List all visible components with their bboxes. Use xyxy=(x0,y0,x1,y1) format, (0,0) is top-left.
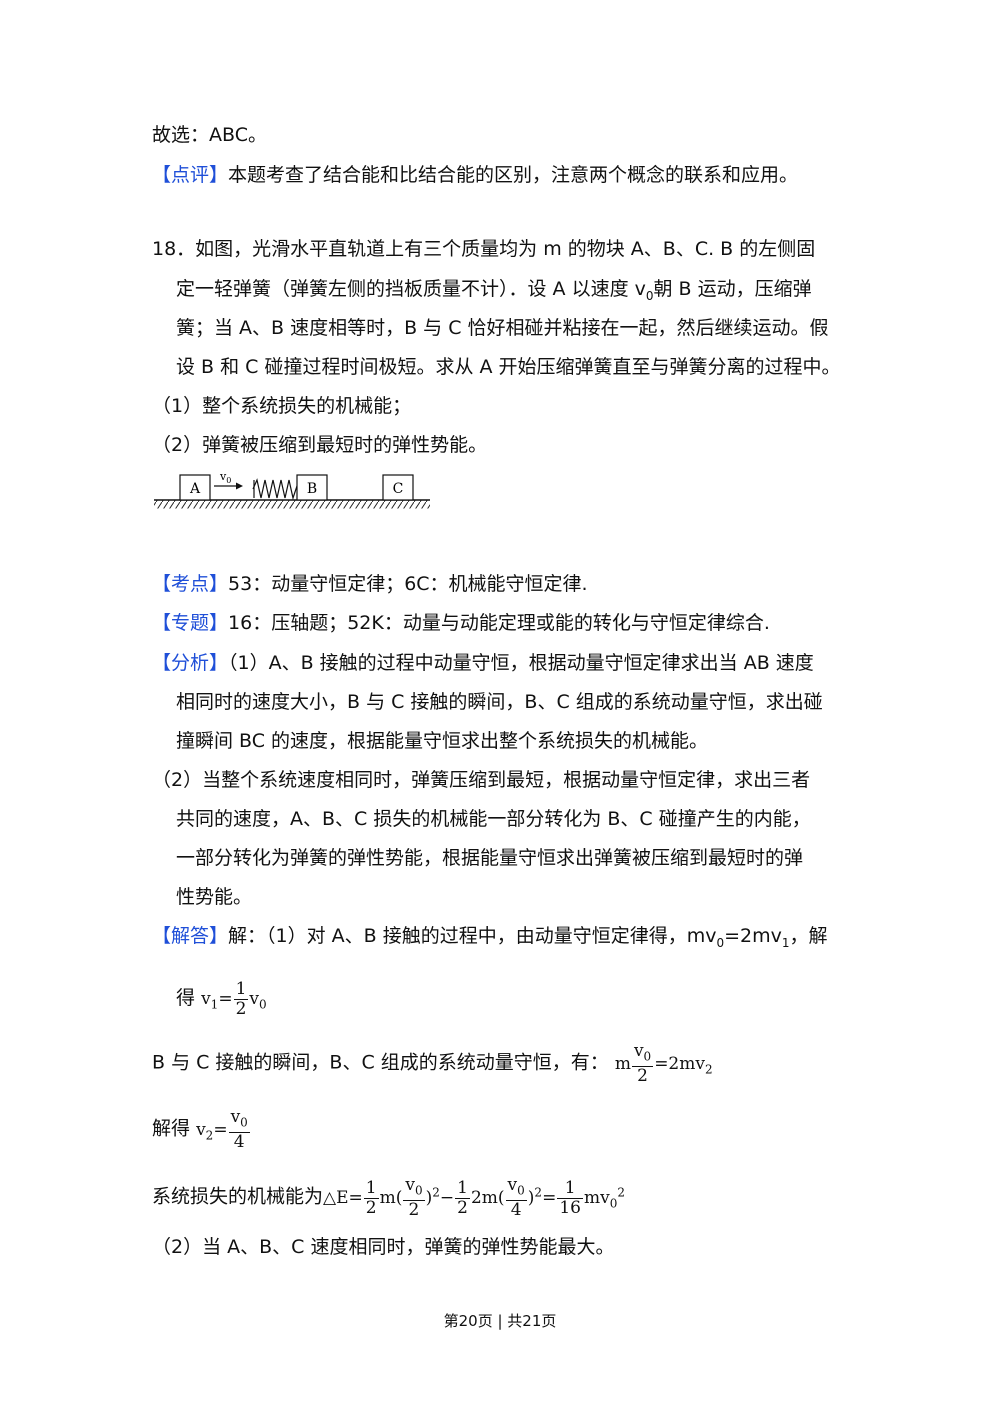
jieda-tag: 【解答】 xyxy=(152,925,229,947)
comment-tag: 【点评】 xyxy=(152,164,229,186)
block-a xyxy=(179,474,211,501)
blocks-figure: A v0 B C xyxy=(154,470,430,509)
kaodian-line: 【考点】53：动量守恒定律；6C：机械能守恒定律. xyxy=(152,571,588,597)
zhuanti-line: 【专题】16：压轴题；52K：动量与动能定理或能的转化与守恒定律综合. xyxy=(152,610,770,636)
jieda-line-1: 【解答】解：（1）对 A、B 接触的过程中，由动量守恒定律得，mv0=2mv1，… xyxy=(152,925,828,950)
track-hatch xyxy=(154,500,430,509)
fenxi-line-2: 相同时的速度大小，B 与 C 接触的瞬间，B、C 组成的系统动量守恒，求出碰 xyxy=(176,691,823,713)
fenxi-line-4: （2）当整个系统速度相同时，弹簧压缩到最短，根据动量守恒定律，求出三者 xyxy=(152,769,811,791)
fenxi-line-1: 【分析】（1）A、B 接触的过程中动量守恒，根据动量守恒定律求出当 AB 速度 xyxy=(152,652,814,674)
fenxi-tag: 【分析】 xyxy=(152,652,229,674)
question-1: （1）整个系统损失的机械能； xyxy=(152,395,412,417)
fenxi-line-6: 一部分转化为弹簧的弹性势能，根据能量守恒求出弹簧被压缩到最短时的弹 xyxy=(176,847,804,869)
problem-line-4: 设 B 和 C 碰撞过程时间极短。求从 A 开始压缩弹簧直至与弹簧分离的过程中。 xyxy=(176,356,841,378)
fenxi-line-7: 性势能。 xyxy=(176,886,253,908)
block-c-label: C xyxy=(393,481,404,497)
jieda-part-2: （2）当 A、B、C 速度相同时，弹簧的弹性势能最大。 xyxy=(152,1236,615,1258)
block-c xyxy=(382,474,414,501)
answer-line: 故选：ABC。 xyxy=(152,124,267,146)
kaodian-text: 53：动量守恒定律；6C：机械能守恒定律. xyxy=(228,573,588,595)
zhuanti-text: 16：压轴题；52K：动量与动能定理或能的转化与守恒定律综合. xyxy=(228,612,770,634)
block-a-label: A xyxy=(189,481,201,497)
block-b xyxy=(296,474,328,501)
problem-line-1: 18．如图，光滑水平直轨道上有三个质量均为 m 的物块 A、B、C. B 的左侧… xyxy=(152,238,816,260)
question-2: （2）弹簧被压缩到最短时的弹性势能。 xyxy=(152,434,488,456)
fenxi-line-5: 共同的速度，A、B、C 损失的机械能一部分转化为 B、C 碰撞产生的内能， xyxy=(176,808,811,830)
problem-line-2: 定一轻弹簧（弹簧左侧的挡板质量不计）．设 A 以速度 v0朝 B 运动，压缩弹 xyxy=(176,278,812,303)
velocity-label: v0 xyxy=(219,470,231,485)
comment-line: 【点评】本题考查了结合能和比结合能的区别，注意两个概念的联系和应用。 xyxy=(152,162,798,188)
fenxi-line-3: 撞瞬间 BC 的速度，根据能量守恒求出整个系统损失的机械能。 xyxy=(176,730,709,752)
page-footer: 第20页 | 共21页 xyxy=(443,1312,557,1330)
spring xyxy=(252,478,298,501)
velocity-arrowhead xyxy=(236,482,243,490)
zhuanti-tag: 【专题】 xyxy=(152,612,229,634)
problem-line-3: 簧；当 A、B 速度相等时，B 与 C 恰好相碰并粘接在一起，然后继续运动。假 xyxy=(176,317,829,339)
comment-text: 本题考查了结合能和比结合能的区别，注意两个概念的联系和应用。 xyxy=(228,164,799,186)
kaodian-tag: 【考点】 xyxy=(152,573,229,595)
block-b-label: B xyxy=(307,481,317,497)
